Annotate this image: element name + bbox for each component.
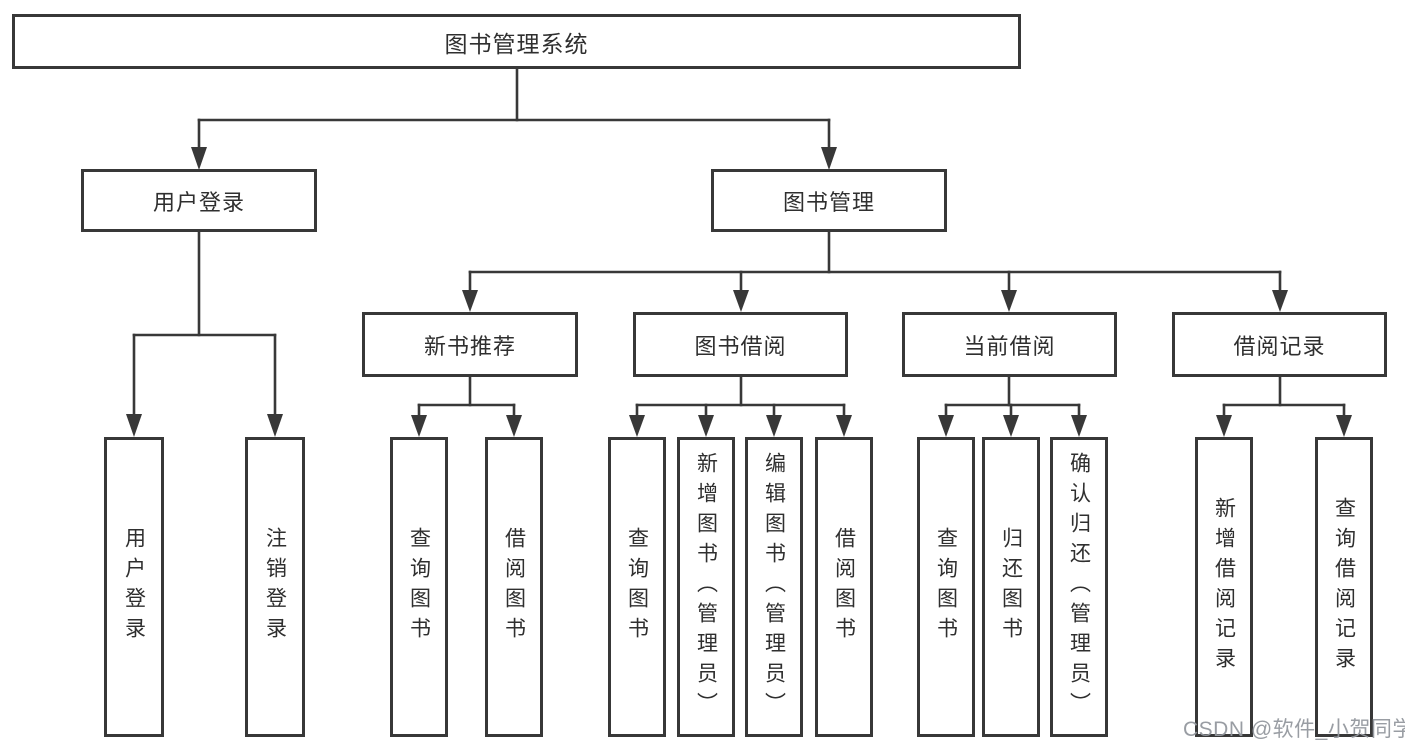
leaf-records-query-borrow-record-label: 查询借阅记录	[1332, 497, 1356, 677]
leaf-borrowing-borrow-books: 借阅图书	[815, 437, 873, 737]
leaf-user-login: 用户登录	[104, 437, 164, 737]
leaf-borrowing-query-books-label: 查询图书	[625, 527, 649, 647]
node-book-borrowing: 图书借阅	[633, 312, 848, 377]
leaf-current-return-books-label: 归还图书	[999, 527, 1023, 647]
leaf-records-add-borrow-record-label: 新增借阅记录	[1212, 497, 1236, 677]
leaf-current-confirm-return-admin-label: 确认归还（管理员）	[1067, 452, 1091, 722]
node-library-management-system: 图书管理系统	[12, 14, 1021, 69]
leaf-recommend-query-books: 查询图书	[390, 437, 448, 737]
leaf-records-add-borrow-record: 新增借阅记录	[1195, 437, 1253, 737]
leaf-logout-label: 注销登录	[263, 527, 287, 647]
leaf-recommend-query-books-label: 查询图书	[407, 527, 431, 647]
leaf-borrowing-query-books: 查询图书	[608, 437, 666, 737]
leaf-current-return-books: 归还图书	[982, 437, 1040, 737]
csdn-watermark: CSDN @软件_小贺同学	[1183, 718, 1405, 741]
leaf-current-query-books-label: 查询图书	[934, 527, 958, 647]
node-user-login: 用户登录	[81, 169, 317, 232]
leaf-logout: 注销登录	[245, 437, 305, 737]
leaf-records-query-borrow-record: 查询借阅记录	[1315, 437, 1373, 737]
node-new-book-recommend: 新书推荐	[362, 312, 578, 377]
leaf-borrowing-add-books-admin-label: 新增图书（管理员）	[694, 452, 718, 722]
node-borrowing-records: 借阅记录	[1172, 312, 1387, 377]
leaf-borrowing-edit-books-admin-label: 编辑图书（管理员）	[762, 452, 786, 722]
leaf-borrowing-borrow-books-label: 借阅图书	[832, 527, 856, 647]
leaf-recommend-borrow-books: 借阅图书	[485, 437, 543, 737]
leaf-borrowing-edit-books-admin: 编辑图书（管理员）	[745, 437, 803, 737]
leaf-recommend-borrow-books-label: 借阅图书	[502, 527, 526, 647]
node-book-management: 图书管理	[711, 169, 947, 232]
node-current-borrowing: 当前借阅	[902, 312, 1117, 377]
leaf-current-query-books: 查询图书	[917, 437, 975, 737]
leaf-user-login-label: 用户登录	[122, 527, 146, 647]
leaf-borrowing-add-books-admin: 新增图书（管理员）	[677, 437, 735, 737]
leaf-current-confirm-return-admin: 确认归还（管理员）	[1050, 437, 1108, 737]
